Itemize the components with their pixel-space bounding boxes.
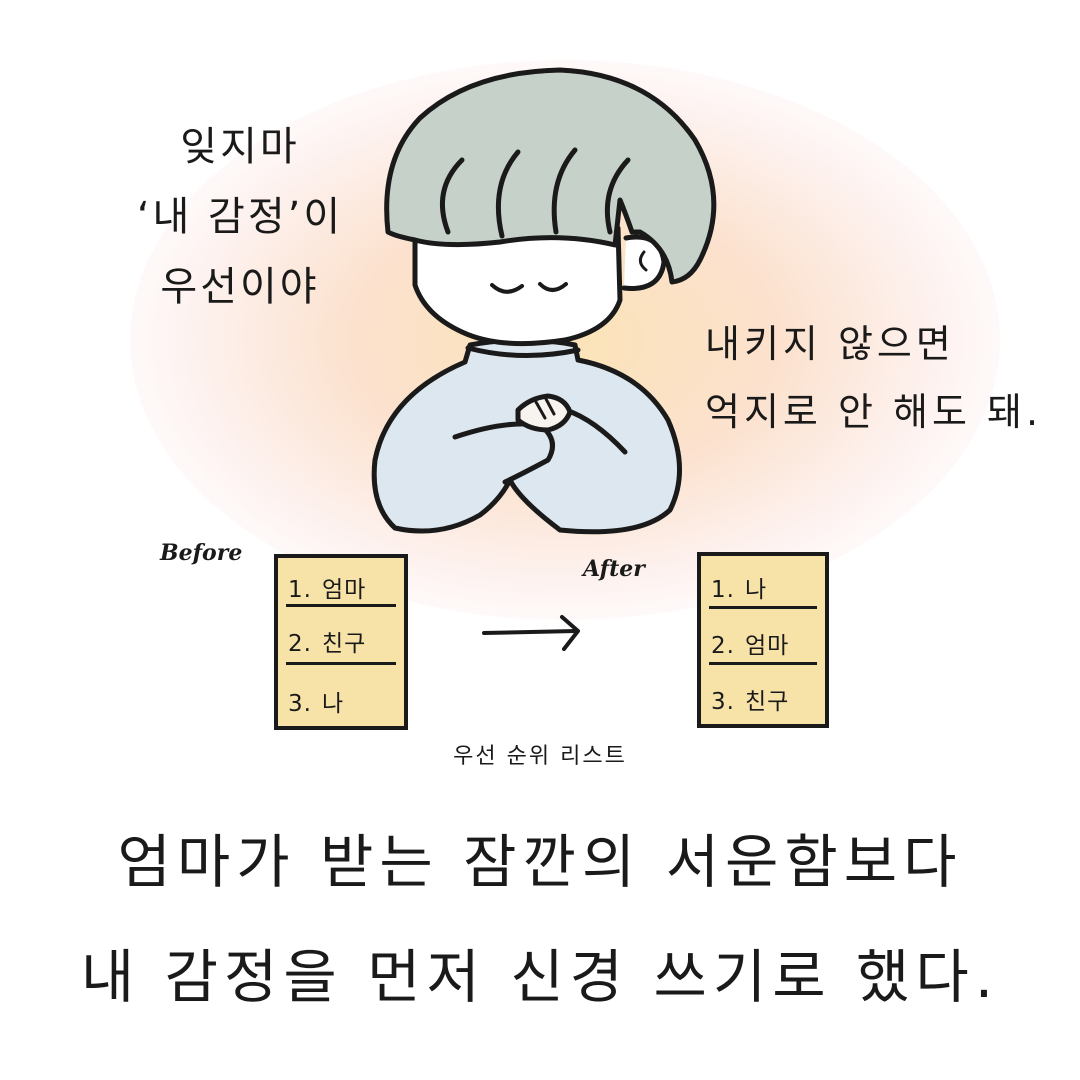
speech-right-line2: 억지로 안 해도 돼. [705, 390, 1043, 434]
hands [515, 393, 573, 433]
speech-left-line2: ‘내 감정’이 [136, 194, 344, 240]
left-eye [490, 283, 524, 294]
ear [621, 234, 667, 291]
speech-left-line1: 잊지마 [180, 124, 300, 170]
speech-left: 잊지마 ‘내 감정’이 우선이야 [60, 112, 420, 322]
before-item-1: 1. 엄마 [288, 570, 366, 604]
after-item-3-num: 3. [711, 689, 735, 715]
before-item-3-num: 3. [288, 691, 312, 717]
face [412, 225, 623, 347]
speech-right-line1: 내키지 않으면 [705, 322, 955, 366]
right-arrow-icon [482, 615, 580, 651]
after-item-1-num: 1. [711, 577, 735, 603]
divider [286, 662, 396, 665]
speech-right: 내키지 않으면 억지로 안 해도 돼. [705, 310, 1042, 446]
speech-left-line3: 우선이야 [160, 264, 320, 310]
before-item-2-num: 2. [288, 631, 312, 657]
after-card: 1. 나 2. 엄마 3. 친구 [697, 552, 829, 728]
sweater [371, 337, 682, 535]
list-caption: 우선 순위 리스트 [453, 744, 627, 769]
after-item-3: 3. 친구 [711, 682, 789, 716]
after-title: After [583, 556, 645, 582]
divider [709, 662, 817, 665]
after-item-3-text: 친구 [745, 689, 790, 715]
caption-line-1: 엄마가 받는 잠깐의 서운함보다 [117, 828, 963, 896]
after-item-2: 2. 엄마 [711, 626, 789, 660]
divider [286, 604, 396, 607]
before-item-2: 2. 친구 [288, 624, 366, 658]
right-eye [538, 282, 568, 292]
before-title: Before [160, 540, 243, 566]
before-item-3: 3. 나 [288, 684, 344, 718]
caption-line-2: 내 감정을 먼저 신경 쓰기로 했다. [80, 943, 1000, 1011]
after-item-1-text: 나 [745, 577, 768, 603]
before-item-1-num: 1. [288, 577, 312, 603]
hair [384, 67, 717, 285]
before-item-1-text: 엄마 [322, 577, 367, 603]
before-item-2-text: 친구 [322, 631, 367, 657]
after-item-1: 1. 나 [711, 570, 767, 604]
divider [709, 606, 817, 609]
before-card: 1. 엄마 2. 친구 3. 나 [274, 554, 408, 730]
after-item-2-text: 엄마 [745, 633, 790, 659]
after-item-2-num: 2. [711, 633, 735, 659]
before-item-3-text: 나 [322, 691, 345, 717]
